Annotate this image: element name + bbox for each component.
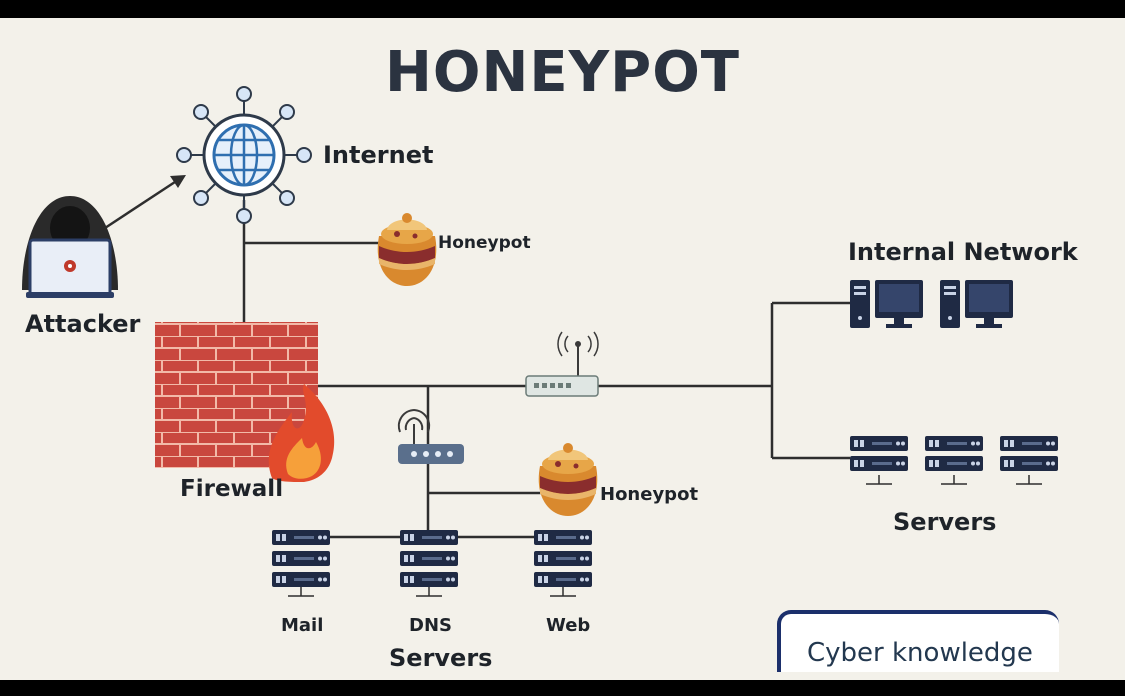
web-server-icon [534,530,592,597]
attack-arrow [104,175,186,230]
servers-right-label: Servers [893,508,997,536]
firewall-label: Firewall [180,476,284,502]
dns-server-icon [400,530,458,597]
attacker-label: Attacker [25,310,141,338]
internal-desktop-2-icon [940,280,1013,328]
internal-network-label: Internal Network [848,238,1078,266]
internet-globe-icon [176,86,312,224]
router-icon [397,409,464,464]
honeypot-mid-icon [538,443,598,516]
badge-text: Cyber knowledge [807,638,1033,668]
dns-label: DNS [409,615,452,636]
switch-icon [525,331,599,397]
diagram-title: HONEYPOT [385,40,740,105]
attacker-icon [22,196,118,298]
internet-label: Internet [323,141,434,169]
right-servers-icon [850,436,1058,485]
servers-bottom-label: Servers [389,644,493,672]
web-label: Web [546,615,591,636]
internal-desktop-1-icon [850,280,923,328]
honeypot-top-label: Honeypot [438,233,531,253]
honeypot-top-icon [377,213,437,286]
cyber-knowledge-badge: Cyber knowledge [777,610,1059,672]
firewall-icon [155,322,335,482]
honeypot-mid-label: Honeypot [600,484,699,505]
mail-server-icon [272,530,330,597]
mail-label: Mail [281,615,324,636]
